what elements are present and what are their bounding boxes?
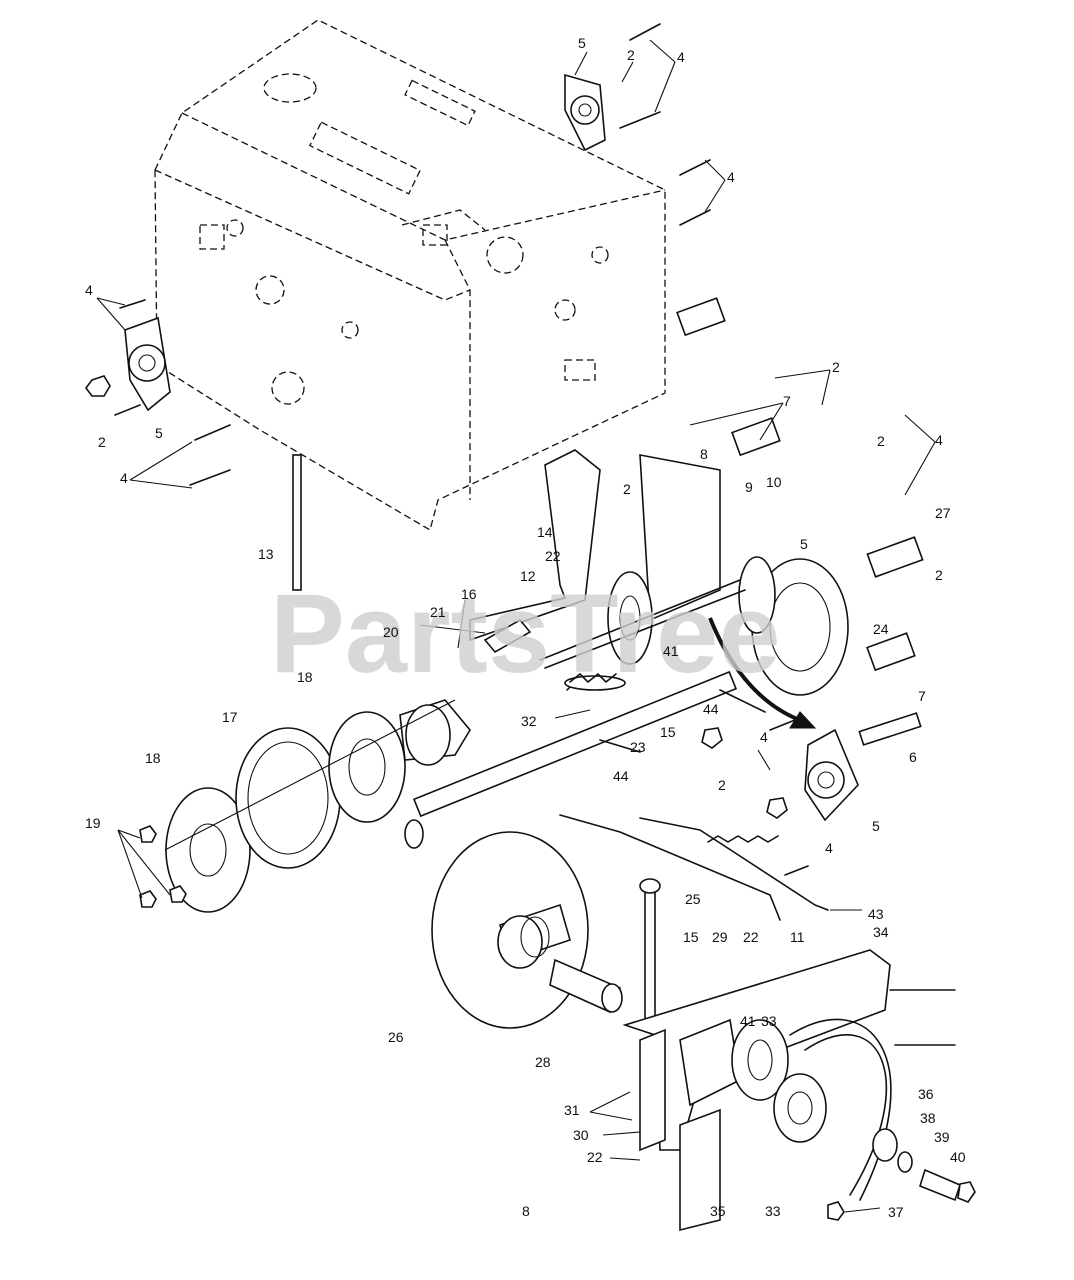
- shaft-13: [292, 454, 302, 591]
- callout-21: 21: [430, 604, 446, 620]
- callout-36: 36: [918, 1086, 934, 1102]
- partstree-watermark: PartsTree: [270, 571, 781, 696]
- callout-27: 27: [935, 505, 951, 521]
- callout-14: 14: [537, 524, 553, 540]
- callout-40: 40: [950, 1149, 966, 1165]
- callout-2: 2: [718, 777, 726, 793]
- callout-5: 5: [872, 818, 880, 834]
- callout-37: 37: [888, 1204, 904, 1220]
- callout-2: 2: [627, 47, 635, 63]
- callout-41: 41: [663, 643, 679, 659]
- callout-2: 2: [623, 481, 631, 497]
- callout-4: 4: [677, 49, 685, 65]
- callout-20: 20: [383, 624, 399, 640]
- callout-4: 4: [85, 282, 93, 298]
- friction-disc-stack: [139, 699, 471, 913]
- callout-28: 28: [535, 1054, 551, 1070]
- callout-leaders: [96, 39, 936, 1213]
- drive-disc-26: [431, 831, 661, 1029]
- callout-26: 26: [388, 1029, 404, 1045]
- callout-34: 34: [873, 924, 889, 940]
- callout-29: 29: [712, 929, 728, 945]
- callout-10: 10: [766, 474, 782, 490]
- lower-bracket-assembly: [622, 949, 976, 1232]
- callout-13: 13: [258, 546, 274, 562]
- callout-6: 6: [909, 749, 917, 765]
- callout-labels: 5 2 4 4 4 2 5 4 13 2 7 8 2 4 2 9 10 14 5…: [85, 35, 966, 1220]
- shaft-and-springs: [404, 670, 829, 921]
- callout-38: 38: [920, 1110, 936, 1126]
- callout-15: 15: [683, 929, 699, 945]
- callout-4: 4: [727, 169, 735, 185]
- callout-4: 4: [760, 729, 768, 745]
- bearing-flange-right: [701, 712, 922, 876]
- callout-4: 4: [120, 470, 128, 486]
- callout-5: 5: [578, 35, 586, 51]
- callout-23: 23: [630, 739, 646, 755]
- callout-4: 4: [935, 432, 943, 448]
- callout-7: 7: [783, 393, 791, 409]
- callout-33: 33: [761, 1013, 777, 1029]
- callout-7: 7: [918, 688, 926, 704]
- callout-2: 2: [832, 359, 840, 375]
- callout-12: 12: [520, 568, 536, 584]
- callout-19: 19: [85, 815, 101, 831]
- callout-2: 2: [98, 434, 106, 450]
- callout-44: 44: [613, 768, 629, 784]
- callout-35: 35: [710, 1203, 726, 1219]
- auger-housing-frame: [154, 19, 666, 531]
- callout-8: 8: [700, 446, 708, 462]
- callout-39: 39: [934, 1129, 950, 1145]
- bearing-flange-top: [564, 23, 711, 226]
- callout-24: 24: [873, 621, 889, 637]
- callout-32: 32: [521, 713, 537, 729]
- assembly-arrow: [708, 617, 817, 729]
- callout-2: 2: [935, 567, 943, 583]
- callout-9: 9: [745, 479, 753, 495]
- callout-5: 5: [155, 425, 163, 441]
- callout-17: 17: [222, 709, 238, 725]
- callout-22: 22: [743, 929, 759, 945]
- gear-assembly: [469, 297, 924, 696]
- callout-44: 44: [703, 701, 719, 717]
- callout-25: 25: [685, 891, 701, 907]
- callout-41: 41: [740, 1013, 756, 1029]
- callout-5: 5: [800, 536, 808, 552]
- page-number: 8: [522, 1203, 530, 1219]
- callout-22: 22: [587, 1149, 603, 1165]
- callout-43: 43: [868, 906, 884, 922]
- callout-22: 22: [545, 548, 561, 564]
- callout-30: 30: [573, 1127, 589, 1143]
- callout-33: 33: [765, 1203, 781, 1219]
- bearing-flange-left: [85, 299, 231, 486]
- callout-11: 11: [790, 929, 805, 945]
- callout-4: 4: [825, 840, 833, 856]
- callout-15: 15: [660, 724, 676, 740]
- callout-31: 31: [564, 1102, 580, 1118]
- callout-18: 18: [297, 669, 313, 685]
- callout-2: 2: [877, 433, 885, 449]
- callout-16: 16: [461, 586, 477, 602]
- callout-18: 18: [145, 750, 161, 766]
